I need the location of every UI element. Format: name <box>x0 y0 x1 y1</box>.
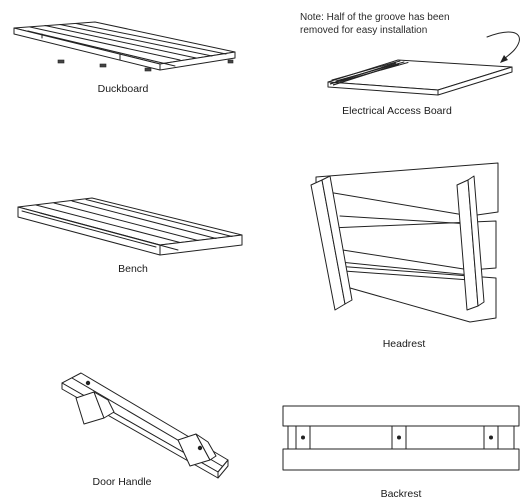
backrest-drawing <box>282 405 520 471</box>
headrest-label: Headrest <box>383 338 426 350</box>
duckboard-drawing <box>13 21 236 72</box>
electrical-access-board-drawing <box>327 59 513 96</box>
bench-drawing <box>17 197 243 256</box>
door-handle-label: Door Handle <box>93 476 152 488</box>
door-handle-drawing <box>61 372 229 479</box>
note-line-1: Note: Half of the groove has been <box>300 12 450 23</box>
bench-label: Bench <box>118 263 148 275</box>
backrest-label: Backrest <box>381 488 422 500</box>
duckboard-label: Duckboard <box>98 83 149 95</box>
headrest-drawing <box>310 162 499 323</box>
note-arrow <box>486 31 520 61</box>
electrical-access-board-label: Electrical Access Board <box>342 105 452 117</box>
note-line-2: removed for easy installation <box>300 25 427 36</box>
arrow-head-icon <box>500 55 508 63</box>
